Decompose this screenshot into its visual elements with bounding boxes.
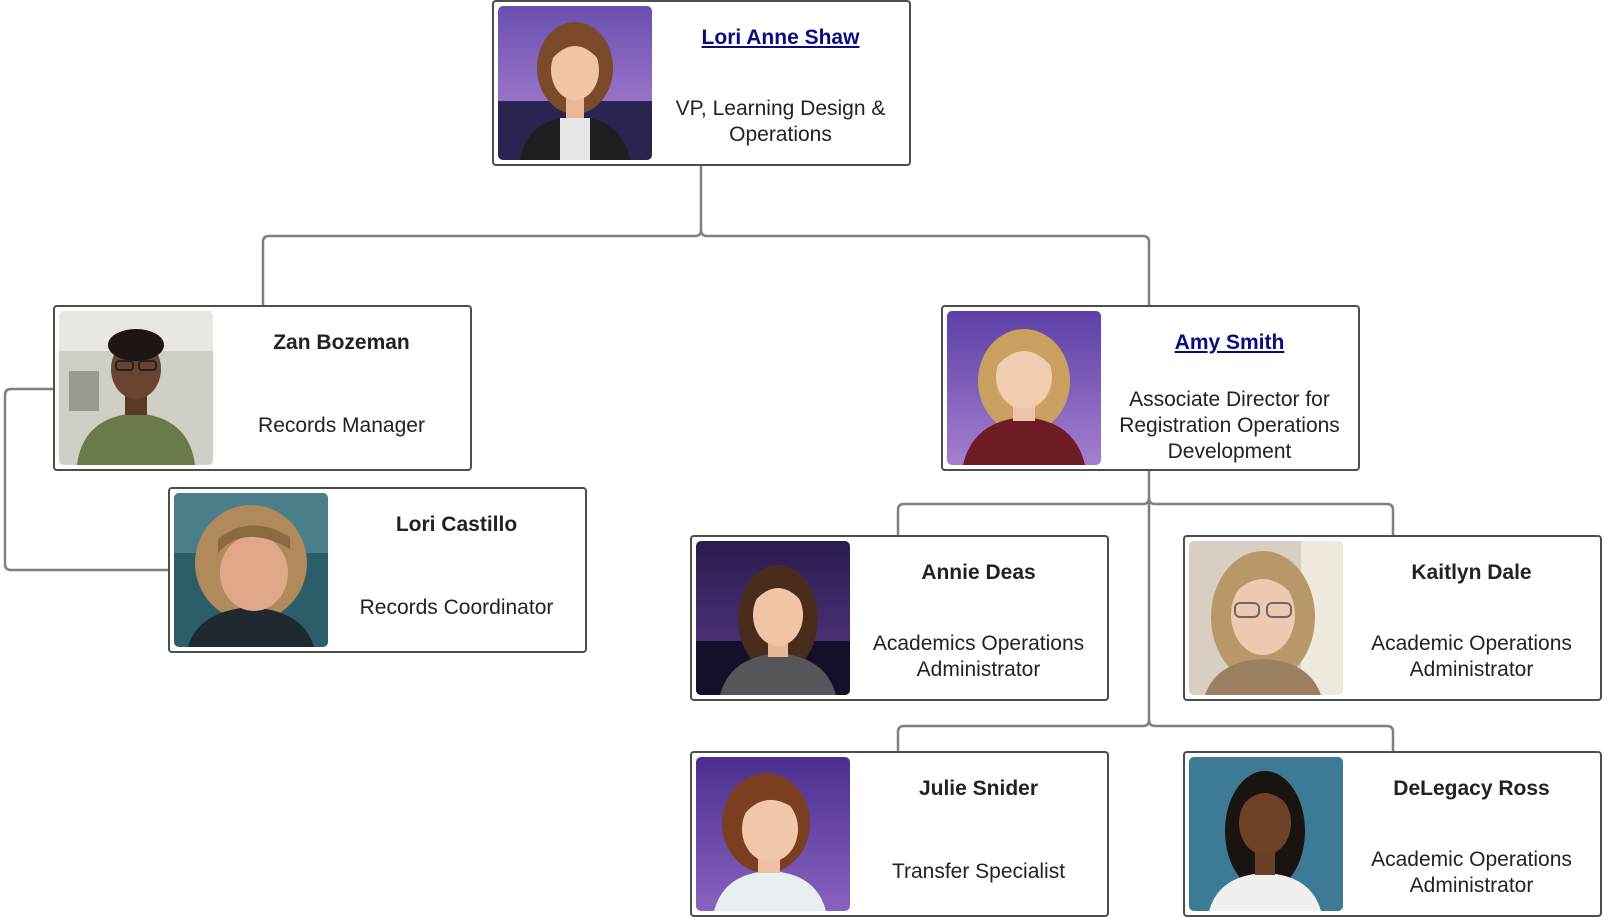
person-card-zan-bozeman[interactable]: Zan Bozeman Records Manager: [53, 305, 472, 471]
person-title: Academics Operations Administrator: [872, 632, 1085, 681]
person-title: Records Manager: [258, 414, 425, 437]
person-name: Julie Snider: [918, 777, 1039, 800]
person-card-lori-castillo[interactable]: Lori Castillo Records Coordinator: [168, 487, 587, 653]
person-card-lori-anne-shaw[interactable]: Lori Anne Shaw VP, Learning Design & Ope…: [492, 0, 911, 166]
avatar: [1189, 757, 1343, 911]
person-card-amy-smith[interactable]: Amy Smith Associate Director for Registr…: [941, 305, 1360, 471]
connector-shaw-to-reports: [261, 165, 703, 305]
avatar: [498, 6, 652, 160]
person-title: Academic Operations Administrator: [1371, 848, 1572, 897]
connector-smith-to-dale: [1147, 497, 1395, 535]
connector-bozeman-to-castillo: [3, 387, 170, 572]
person-name-link[interactable]: Lori Anne Shaw: [701, 26, 860, 49]
connector-smith-to-ross: [1147, 719, 1395, 751]
person-name: DeLegacy Ross: [1393, 777, 1550, 800]
avatar: [696, 757, 850, 911]
avatar: [696, 541, 850, 695]
person-title: Records Coordinator: [359, 596, 554, 619]
person-title: Associate Director for Registration Oper…: [1119, 388, 1340, 463]
person-name: Lori Castillo: [395, 513, 518, 536]
person-title: VP, Learning Design & Operations: [675, 97, 886, 146]
person-card-delegacy-ross[interactable]: DeLegacy Ross Academic Operations Admini…: [1183, 751, 1602, 917]
person-name: Kaitlyn Dale: [1411, 561, 1532, 584]
person-card-julie-snider[interactable]: Julie Snider Transfer Specialist: [690, 751, 1109, 917]
avatar: [947, 311, 1101, 465]
avatar: [174, 493, 328, 647]
connector-shaw-to-smith: [699, 229, 1151, 305]
person-card-annie-deas[interactable]: Annie Deas Academics Operations Administ…: [690, 535, 1109, 701]
person-card-kaitlyn-dale[interactable]: Kaitlyn Dale Academic Operations Adminis…: [1183, 535, 1602, 701]
avatar: [59, 311, 213, 465]
person-name-link[interactable]: Amy Smith: [1174, 331, 1285, 354]
person-title: Academic Operations Administrator: [1371, 632, 1572, 681]
person-name: Zan Bozeman: [273, 331, 410, 354]
person-title: Transfer Specialist: [891, 860, 1066, 883]
avatar: [1189, 541, 1343, 695]
person-name: Annie Deas: [921, 561, 1036, 584]
connector-smith-to-deas: [896, 471, 1151, 535]
